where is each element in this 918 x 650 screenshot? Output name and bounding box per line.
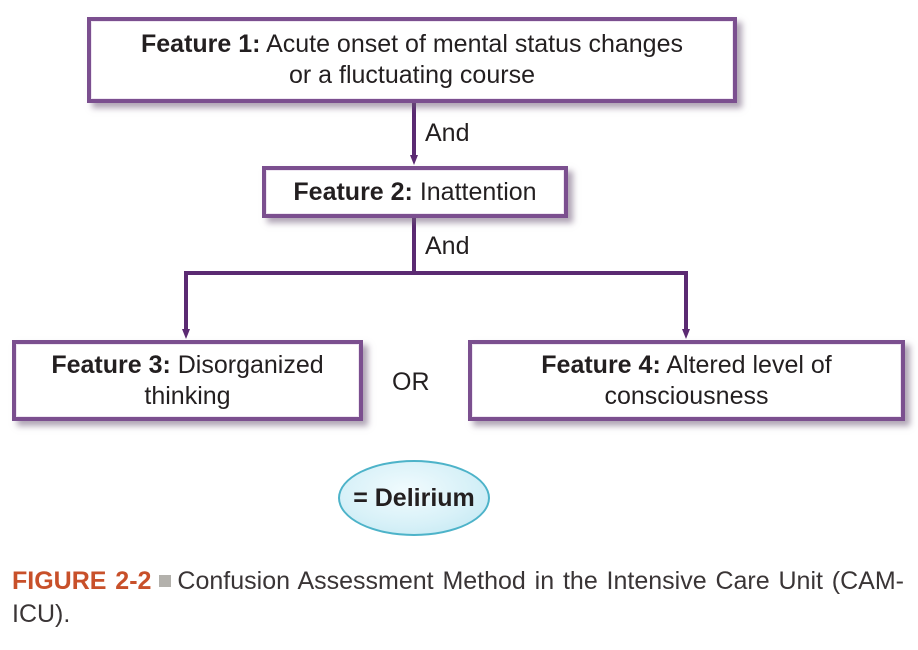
delirium-result-oval: = Delirium: [338, 460, 490, 536]
feature1-text-line2: or a fluctuating course: [289, 61, 535, 89]
feature3-box: Feature 3: Disorganized thinking: [12, 340, 363, 421]
feature1-text-line1: Acute onset of mental status changes: [266, 30, 683, 58]
caption-text: Confusion Assessment Method in the Inten…: [12, 567, 904, 628]
or-label: OR: [392, 368, 430, 396]
feature2-label: Feature 2:: [293, 177, 413, 206]
feature4-label: Feature 4:: [541, 350, 661, 379]
caption-square-icon: [159, 575, 172, 588]
feature3-text-line1: Disorganized: [177, 350, 324, 379]
feature1-box: Feature 1: Acute onset of mental status …: [87, 17, 737, 103]
figure-number: FIGURE 2-2: [12, 567, 152, 595]
and-label-1: And: [425, 119, 470, 147]
feature4-box: Feature 4: Altered level of consciousnes…: [468, 340, 905, 421]
feature3-label: Feature 3:: [51, 350, 171, 379]
delirium-result-text: = Delirium: [353, 483, 475, 512]
feature4-text-line1: Altered level of: [666, 350, 832, 379]
feature2-text: Inattention: [419, 177, 537, 206]
feature3-text-line2: thinking: [144, 381, 231, 410]
feature2-box: Feature 2: Inattention: [262, 166, 568, 218]
feature1-label: Feature 1:: [141, 30, 261, 58]
feature4-text-line2: consciousness: [604, 381, 769, 410]
and-label-2: And: [425, 232, 470, 260]
